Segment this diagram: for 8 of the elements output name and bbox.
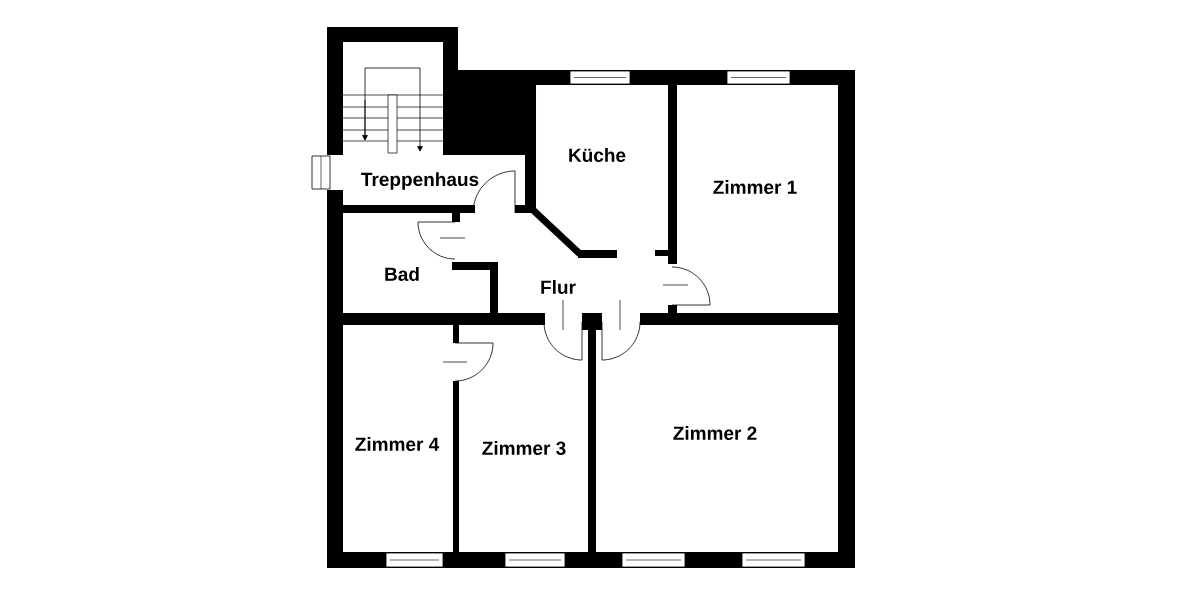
- room-label: Bad: [385, 267, 419, 281]
- room-label: Küche: [569, 148, 626, 162]
- room-label: Zimmer 2: [673, 426, 757, 440]
- room-label: Flur: [541, 280, 576, 294]
- room-label: Zimmer 4: [355, 437, 440, 451]
- room-label: Treppenhaus: [361, 172, 479, 190]
- room-label: Zimmer 1: [713, 180, 797, 194]
- room-label: Zimmer 3: [482, 441, 566, 455]
